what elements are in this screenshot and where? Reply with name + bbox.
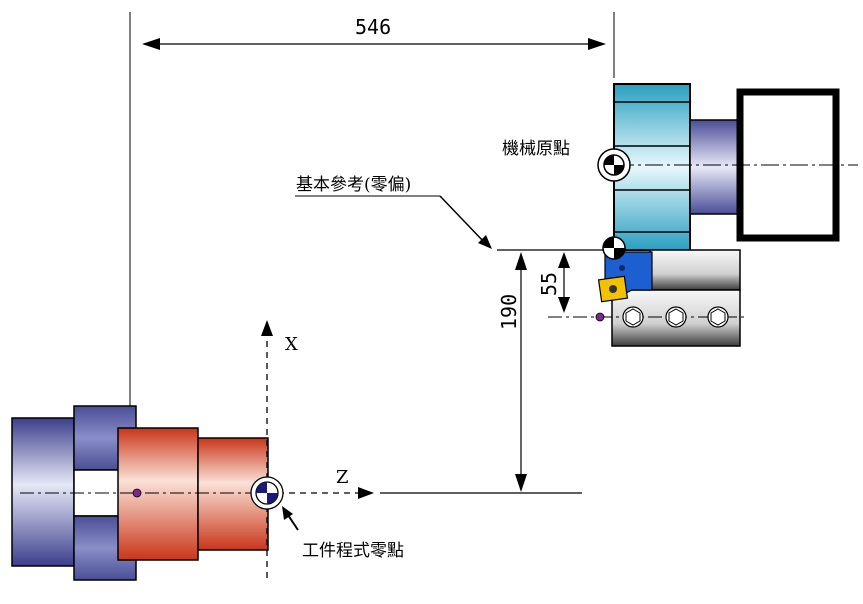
- workpiece-zero-symbol: [250, 476, 284, 510]
- cutting-insert: [597, 275, 629, 303]
- z-axis-label: Z: [336, 467, 349, 488]
- dimension-55-arrow-bottom: [558, 297, 570, 313]
- workpiece-zero-label: 工件程式零點: [302, 541, 404, 561]
- tool-reference-symbol: [602, 236, 626, 260]
- dimension-190-arrow-bottom: [515, 474, 527, 492]
- dimension-546-label: 546: [355, 15, 391, 39]
- turret-hub: [689, 119, 739, 215]
- dimension-arrow-right: [588, 38, 606, 50]
- hex-screw-3: [707, 306, 729, 328]
- x-axis-label: X: [285, 334, 298, 355]
- dimension-190-label: 190: [497, 294, 521, 330]
- base-reference-label: 基本參考(零偏): [296, 175, 411, 195]
- dimension-190-arrow-top: [515, 252, 527, 270]
- workpiece: [117, 427, 269, 561]
- tool-tip-dot: [595, 312, 605, 322]
- machine-origin-label: 機械原點: [502, 139, 570, 159]
- dimension-55-label: 55: [537, 272, 561, 296]
- z-axis-arrow: [358, 487, 374, 499]
- hex-screw-1: [622, 306, 644, 328]
- dimension-55-arrow-top: [558, 252, 570, 268]
- machine-origin-symbol: [597, 148, 631, 182]
- dimension-arrow-left: [142, 38, 160, 50]
- base-reference-leader: [439, 195, 485, 243]
- base-reference-leader-arrow: [478, 235, 492, 249]
- workpiece-zero-leader-arrow: [282, 506, 293, 520]
- workpiece-center-dot: [132, 488, 142, 498]
- x-axis-arrow: [261, 320, 273, 336]
- hex-screw-2: [665, 306, 687, 328]
